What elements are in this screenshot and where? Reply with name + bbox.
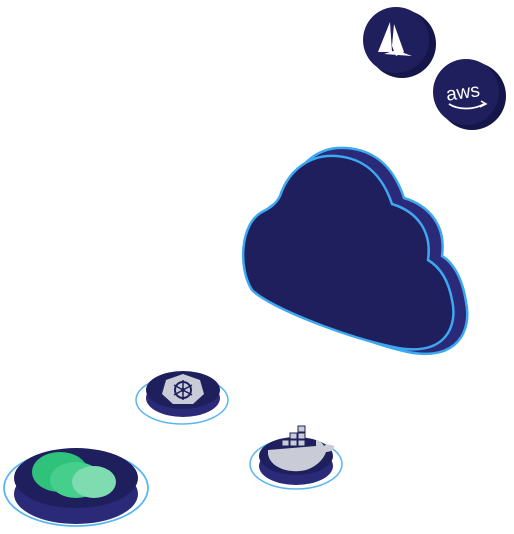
aws-badge: aws bbox=[433, 59, 506, 130]
docker-whale-icon bbox=[268, 425, 334, 472]
docker-badge bbox=[249, 425, 343, 490]
aws-smile-icon bbox=[448, 103, 485, 110]
cloud-icon bbox=[241, 146, 469, 355]
kubernetes-wheel-icon bbox=[162, 374, 204, 404]
green-platform-badge bbox=[3, 448, 149, 527]
aws-logo-label: aws bbox=[445, 80, 481, 105]
kubernetes-badge bbox=[135, 371, 229, 425]
azure-badge bbox=[363, 7, 436, 78]
green-platform-logo-icon bbox=[32, 452, 116, 498]
azure-logo-icon bbox=[378, 22, 412, 56]
